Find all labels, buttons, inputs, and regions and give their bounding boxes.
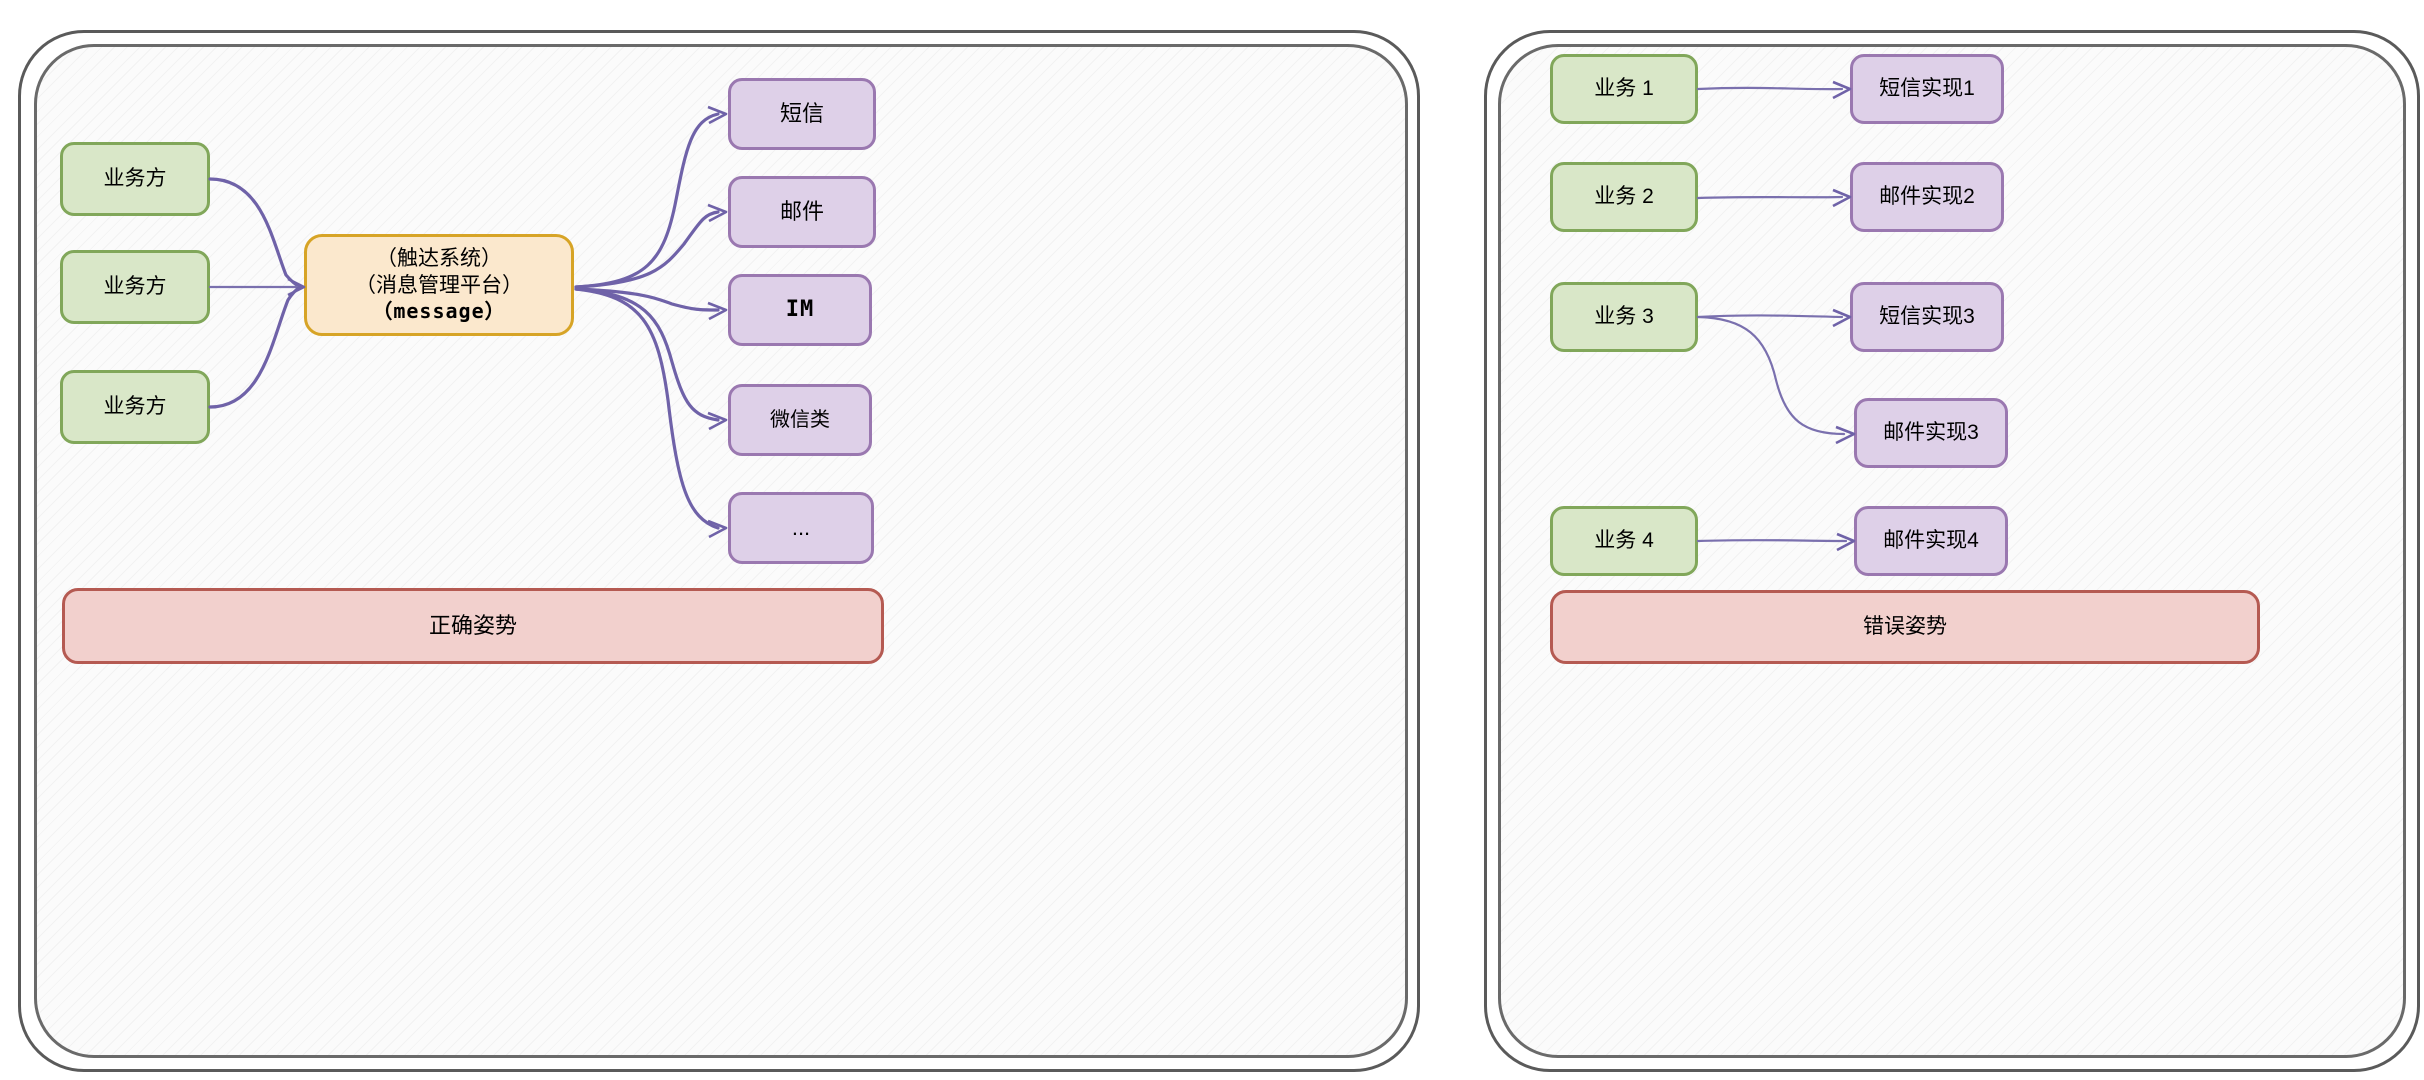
impl-node-email-4-label: 邮件实现4	[1883, 528, 1979, 552]
hub-line-1: （触达系统）	[376, 247, 502, 271]
business-node-3-label: 业务 3	[1594, 304, 1654, 328]
business-node-1[interactable]: 业务 1	[1550, 54, 1698, 124]
channel-node-more[interactable]: ...	[728, 492, 874, 564]
business-node-2-label: 业务 2	[1594, 184, 1654, 208]
hub-line-2: （消息管理平台）	[355, 273, 523, 297]
business-node-2[interactable]: 业务 2	[1550, 162, 1698, 232]
right-banner-label: 错误姿势	[1863, 614, 1947, 638]
channel-node-wechat-label: 微信类	[770, 408, 830, 431]
left-panel-inner-border	[34, 44, 1408, 1058]
channel-node-email[interactable]: 邮件	[728, 176, 876, 248]
impl-node-sms-3[interactable]: 短信实现3	[1850, 282, 2004, 352]
impl-node-email-3-label: 邮件实现3	[1883, 420, 1979, 444]
business-node-4-label: 业务 4	[1594, 528, 1654, 552]
producer-node-1[interactable]: 业务方	[60, 142, 210, 216]
producer-node-3-label: 业务方	[103, 394, 167, 418]
channel-node-im-label: IM	[785, 297, 815, 323]
impl-node-sms-1[interactable]: 短信实现1	[1850, 54, 2004, 124]
left-panel-outer-border	[18, 30, 1420, 1072]
right-banner-wrong-pattern: 错误姿势	[1550, 590, 2260, 664]
left-banner-label: 正确姿势	[428, 613, 517, 639]
producer-node-1-label: 业务方	[103, 166, 167, 190]
impl-node-sms-1-label: 短信实现1	[1879, 76, 1975, 100]
left-banner-correct-pattern: 正确姿势	[62, 588, 884, 664]
business-node-4[interactable]: 业务 4	[1550, 506, 1698, 576]
impl-node-email-4[interactable]: 邮件实现4	[1854, 506, 2008, 576]
producer-node-3[interactable]: 业务方	[60, 370, 210, 444]
impl-node-email-3[interactable]: 邮件实现3	[1854, 398, 2008, 468]
right-panel-inner-border	[1498, 44, 2406, 1058]
hub-line-3: （message）	[372, 298, 506, 323]
channel-node-email-label: 邮件	[779, 199, 824, 225]
channel-node-sms-label: 短信	[779, 101, 824, 127]
channel-node-more-label: ...	[791, 515, 811, 541]
producer-node-2[interactable]: 业务方	[60, 250, 210, 324]
impl-node-sms-3-label: 短信实现3	[1879, 304, 1975, 328]
business-node-1-label: 业务 1	[1594, 76, 1654, 100]
channel-node-wechat[interactable]: 微信类	[728, 384, 872, 456]
impl-node-email-2-label: 邮件实现2	[1879, 184, 1975, 208]
right-panel-outer-border	[1484, 30, 2420, 1072]
producer-node-2-label: 业务方	[103, 274, 167, 298]
impl-node-email-2[interactable]: 邮件实现2	[1850, 162, 2004, 232]
channel-node-sms[interactable]: 短信	[728, 78, 876, 150]
channel-node-im[interactable]: IM	[728, 274, 872, 346]
business-node-3[interactable]: 业务 3	[1550, 282, 1698, 352]
hub-node-message-platform[interactable]: （触达系统） （消息管理平台） （message）	[304, 234, 574, 336]
